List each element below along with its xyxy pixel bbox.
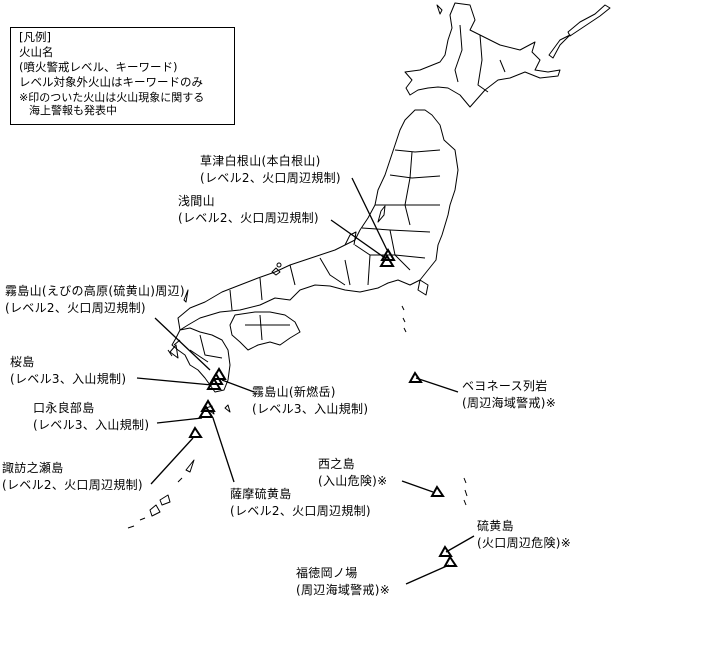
volcano-status: (レベル3、入山規制)	[252, 402, 369, 416]
volcano-marker-suwanosejima	[188, 426, 203, 438]
volcano-status: (レベル2、火口周辺規制)	[2, 478, 143, 492]
legend-volcano-name: 火山名	[19, 45, 54, 59]
volcano-status: (レベル3、入山規制)	[10, 372, 127, 386]
volcano-label-kuchinoerabujima: 口永良部島 (レベル3、入山規制)	[33, 400, 149, 434]
volcano-status: (レベル2、火口周辺規制)	[5, 301, 146, 315]
leader-lines	[136, 177, 475, 585]
volcano-markers	[188, 248, 458, 567]
volcano-label-kirishima-ebino: 霧島山(えびの高原(硫黄山)周辺) (レベル2、火口周辺規制)	[5, 283, 185, 317]
volcano-label-kirishima-shinmoedake: 霧島山(新燃岳) (レベル3、入山規制)	[252, 384, 368, 418]
volcano-marker-bayonnaise	[408, 371, 423, 383]
volcano-status: (レベル2、火口周辺規制)	[178, 211, 319, 225]
volcano-label-bayonnaise-rocks: ベヨネース列岩 (周辺海域警戒)※	[462, 378, 556, 412]
volcano-name: 桜島	[10, 355, 35, 369]
volcano-name: 薩摩硫黄島	[230, 487, 292, 501]
legend-note-cont: 海上警報も発表中	[29, 104, 117, 117]
volcano-status: (周辺海域警戒)※	[296, 583, 391, 597]
volcano-marker-asama	[379, 254, 395, 267]
volcano-label-nishinoshima: 西之島 (入山危険)※	[318, 456, 388, 490]
volcano-name: 諏訪之瀬島	[2, 461, 64, 475]
volcano-name: 口永良部島	[33, 401, 95, 415]
volcano-label-suwanosejima: 諏訪之瀬島 (レベル2、火口周辺規制)	[2, 460, 143, 494]
legend-level-keyword: (噴火警戒レベル、キーワード)	[19, 60, 178, 74]
volcano-name: 福徳岡ノ場	[296, 566, 358, 580]
volcano-label-kusatsu-shirane: 草津白根山(本白根山) (レベル2、火口周辺規制)	[200, 153, 341, 187]
volcano-status: (火口周辺危険)※	[477, 536, 572, 550]
legend-keyword-only: レベル対象外火山はキーワードのみ	[19, 75, 203, 89]
volcano-marker-kusatsu	[380, 248, 396, 261]
legend-title: [凡例]	[19, 30, 51, 44]
volcano-name: 西之島	[318, 457, 355, 471]
volcano-marker-iwoto	[438, 545, 453, 557]
map-legend: [凡例] 火山名 (噴火警戒レベル、キーワード) レベル対象外火山はキーワードの…	[10, 27, 235, 125]
volcano-label-fukutoku-okanoba: 福徳岡ノ場 (周辺海域警戒)※	[296, 565, 390, 599]
volcano-marker-sakurajima	[206, 377, 222, 390]
volcano-status: (入山危険)※	[318, 474, 388, 488]
volcano-marker-satsuma-iwojima	[198, 405, 214, 418]
volcano-name: ベヨネース列岩	[462, 379, 548, 393]
volcano-label-sakurajima: 桜島 (レベル3、入山規制)	[10, 354, 126, 388]
volcano-status: (レベル2、火口周辺規制)	[200, 171, 341, 185]
volcano-name: 硫黄島	[477, 519, 514, 533]
volcano-label-satsuma-iwojima: 薩摩硫黄島 (レベル2、火口周辺規制)	[230, 486, 371, 520]
volcano-name: 霧島山(新燃岳)	[252, 385, 336, 399]
volcano-name: 浅間山	[178, 194, 215, 208]
volcano-marker-fukutoku-okanoba	[443, 555, 458, 567]
volcano-name: 草津白根山(本白根山)	[200, 154, 321, 168]
volcano-marker-nishinoshima	[430, 485, 445, 497]
volcano-status: (レベル3、入山規制)	[33, 418, 150, 432]
legend-note: ※印のついた火山は火山現象に関する	[19, 91, 205, 104]
volcano-status: (レベル2、火口周辺規制)	[230, 504, 371, 518]
volcano-status: (周辺海域警戒)※	[462, 396, 557, 410]
volcano-label-asama: 浅間山 (レベル2、火口周辺規制)	[178, 193, 319, 227]
coastline	[127, 2, 611, 529]
volcano-label-iwoto: 硫黄島 (火口周辺危険)※	[477, 518, 571, 552]
volcano-name: 霧島山(えびの高原(硫黄山)周辺)	[5, 284, 185, 298]
